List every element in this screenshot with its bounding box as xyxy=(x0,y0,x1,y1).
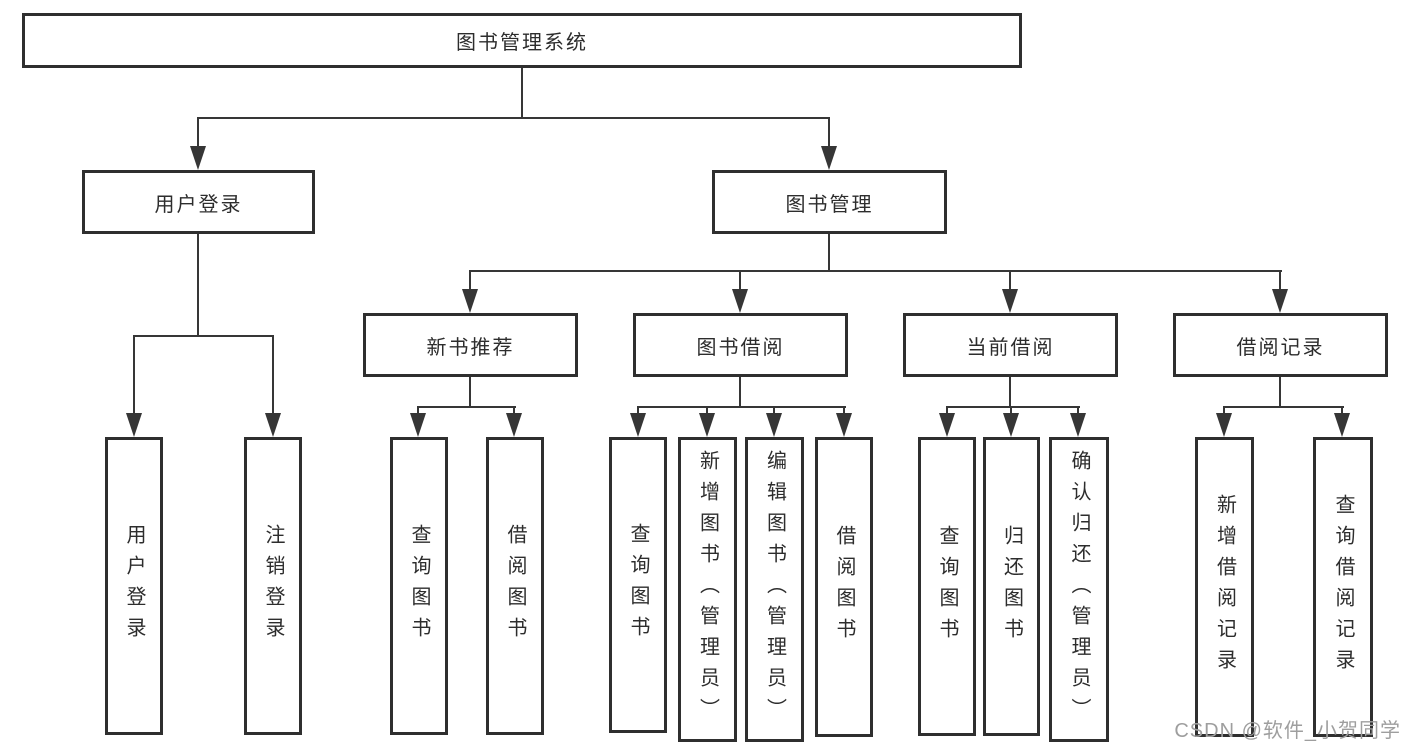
connector-current-stem xyxy=(1009,377,1011,408)
arrow-down-icon xyxy=(190,146,206,170)
node-new-book-recommend: 新书推荐 xyxy=(363,313,578,377)
node-current-borrow: 当前借阅 xyxy=(903,313,1118,377)
arrow-down-icon xyxy=(836,413,852,437)
node-root: 图书管理系统 xyxy=(22,13,1022,68)
connector-leaf-drop xyxy=(1077,406,1079,416)
arrow-down-icon xyxy=(265,413,281,437)
connector-current-bar xyxy=(946,406,1080,408)
leaf-query-books-borrow: 查询图书 xyxy=(609,437,667,733)
node-book-borrow: 图书借阅 xyxy=(633,313,848,377)
connector-root-bar xyxy=(197,117,830,119)
arrow-down-icon xyxy=(1003,413,1019,437)
arrow-down-icon xyxy=(1002,289,1018,313)
connector-leaf-drop xyxy=(843,406,845,416)
connector-borrow-stem xyxy=(739,377,741,408)
leaf-return-books: 归还图书 xyxy=(983,437,1040,736)
connector-leaf-drop xyxy=(1223,406,1225,416)
leaf-confirm-return-admin: 确认归还（管理员） xyxy=(1049,437,1109,742)
connector-user-login-bar xyxy=(133,335,274,337)
connector-user-login-stem xyxy=(197,234,199,337)
node-borrow-record: 借阅记录 xyxy=(1173,313,1388,377)
arrow-down-icon xyxy=(1272,289,1288,313)
csdn-watermark: CSDN @软件_小贺同学 xyxy=(1174,720,1401,742)
connector-leaf-drop xyxy=(1010,406,1012,416)
connector-leaf-drop xyxy=(272,335,274,416)
arrow-down-icon xyxy=(821,146,837,170)
arrow-down-icon xyxy=(939,413,955,437)
leaf-borrow-books: 借阅图书 xyxy=(815,437,873,737)
arrow-down-icon xyxy=(1070,413,1086,437)
connector-level3-drop xyxy=(1279,270,1281,292)
connector-leaf-drop xyxy=(773,406,775,416)
leaf-query-books-recommend: 查询图书 xyxy=(390,437,448,735)
connector-leaf-drop xyxy=(417,406,419,416)
leaf-query-borrow-record: 查询借阅记录 xyxy=(1313,437,1373,737)
connector-leaf-drop xyxy=(637,406,639,416)
arrow-down-icon xyxy=(732,289,748,313)
connector-level3-drop xyxy=(1009,270,1011,292)
arrow-down-icon xyxy=(410,413,426,437)
connector-leaf-drop xyxy=(706,406,708,416)
arrow-down-icon xyxy=(462,289,478,313)
connector-record-stem xyxy=(1279,377,1281,408)
connector-leaf-drop xyxy=(513,406,515,416)
connector-leaf-drop xyxy=(1341,406,1343,416)
arrow-down-icon xyxy=(1334,413,1350,437)
connector-root-stem xyxy=(521,68,523,118)
leaf-user-login: 用户登录 xyxy=(105,437,163,735)
connector-borrow-bar xyxy=(637,406,846,408)
arrow-down-icon xyxy=(766,413,782,437)
connector-level3-drop xyxy=(739,270,741,292)
leaf-query-books-current: 查询图书 xyxy=(918,437,976,736)
arrow-down-icon xyxy=(506,413,522,437)
connector-user-login-drop xyxy=(197,117,199,150)
arrow-down-icon xyxy=(126,413,142,437)
arrow-down-icon xyxy=(630,413,646,437)
node-book-management: 图书管理 xyxy=(712,170,947,234)
node-user-login: 用户登录 xyxy=(82,170,315,234)
connector-recommend-stem xyxy=(469,377,471,408)
connector-book-mgmt-stem xyxy=(828,234,830,272)
connector-record-bar xyxy=(1223,406,1344,408)
arrow-down-icon xyxy=(699,413,715,437)
leaf-add-borrow-record: 新增借阅记录 xyxy=(1195,437,1254,737)
connector-recommend-bar xyxy=(417,406,516,408)
arrow-down-icon xyxy=(1216,413,1232,437)
leaf-borrow-books-recommend: 借阅图书 xyxy=(486,437,544,735)
connector-book-mgmt-drop xyxy=(828,117,830,150)
leaf-add-books-admin: 新增图书（管理员） xyxy=(678,437,737,742)
leaf-logout: 注销登录 xyxy=(244,437,302,735)
connector-book-mgmt-bar xyxy=(469,270,1282,272)
connector-leaf-drop xyxy=(946,406,948,416)
leaf-edit-books-admin: 编辑图书（管理员） xyxy=(745,437,804,742)
connector-leaf-drop xyxy=(133,335,135,416)
connector-level3-drop xyxy=(469,270,471,292)
